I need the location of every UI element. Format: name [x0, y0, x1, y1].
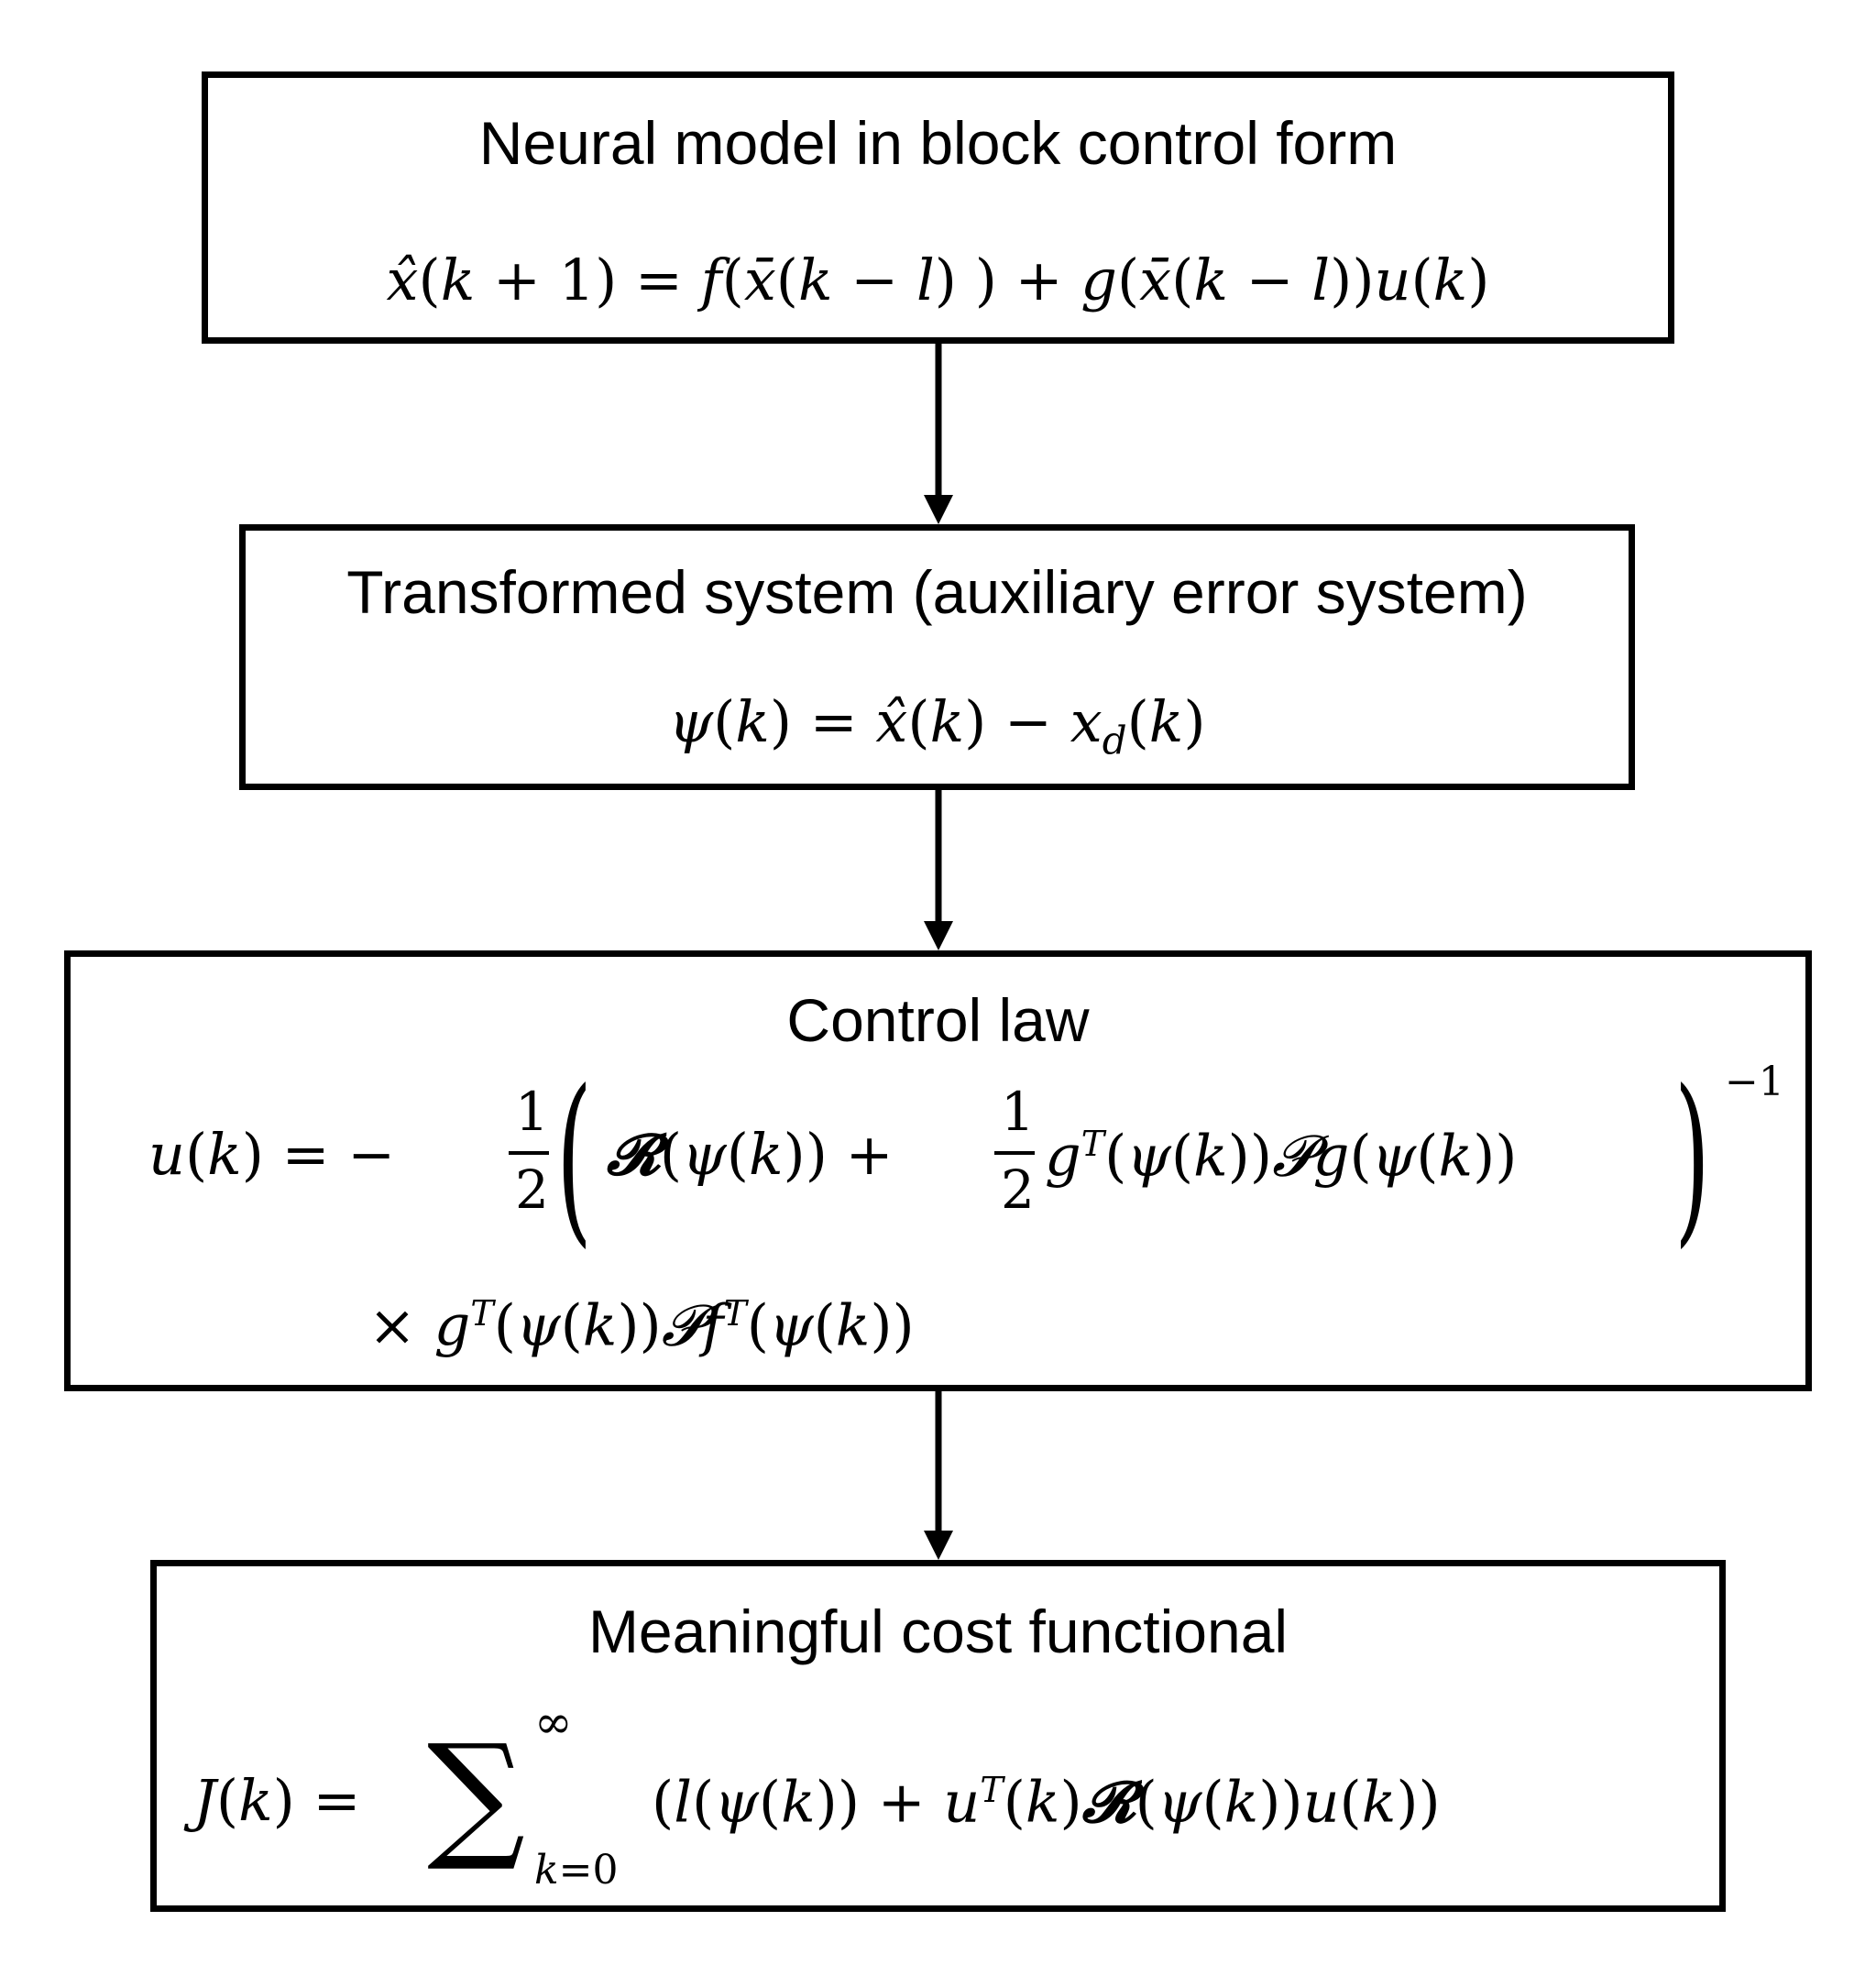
neural-model-box: Neural model in block control form x̂(k …: [202, 71, 1674, 344]
control-law-box: Control law u(k) = − 1 2 ( 𝓡(ψ(k)) + 1 2…: [64, 950, 1812, 1391]
cost-functional-title: Meaningful cost functional: [587, 1597, 1289, 1665]
transformed-system-equation: ψ(k) = x̂(k) − xd(k): [668, 688, 1206, 763]
control-law-equation-line2: × gT(ψ(k))𝓟fT(ψ(k)): [368, 1291, 915, 1359]
arrow-transformed-to-control: [924, 790, 953, 950]
transformed-system-title: Transformed system (auxiliary error syst…: [346, 558, 1528, 626]
neural-model-title: Neural model in block control form: [478, 109, 1398, 177]
arrow-control-to-cost: [924, 1391, 953, 1560]
neural-model-equation: x̂(k + 1) = f(x̄(k − l) ) + g(x̄(k − l))…: [386, 247, 1490, 313]
transformed-system-box: Transformed system (auxiliary error syst…: [239, 524, 1635, 790]
control-law-title: Control law: [786, 986, 1090, 1054]
cost-functional-equation: J(k) = ∑ ∞ k=0 (l(ψ(k)) + uT(k)𝓡(ψ(k))u(…: [193, 1696, 1441, 1894]
arrow-neural-to-transformed: [924, 344, 953, 524]
cost-functional-box: Meaningful cost functional J(k) = ∑ ∞ k=…: [150, 1560, 1726, 1912]
control-law-equation-line1: u(k) = − 1 2 ( 𝓡(ψ(k)) + 1 2 gT(ψ(k))𝓟g(…: [148, 1051, 1784, 1265]
